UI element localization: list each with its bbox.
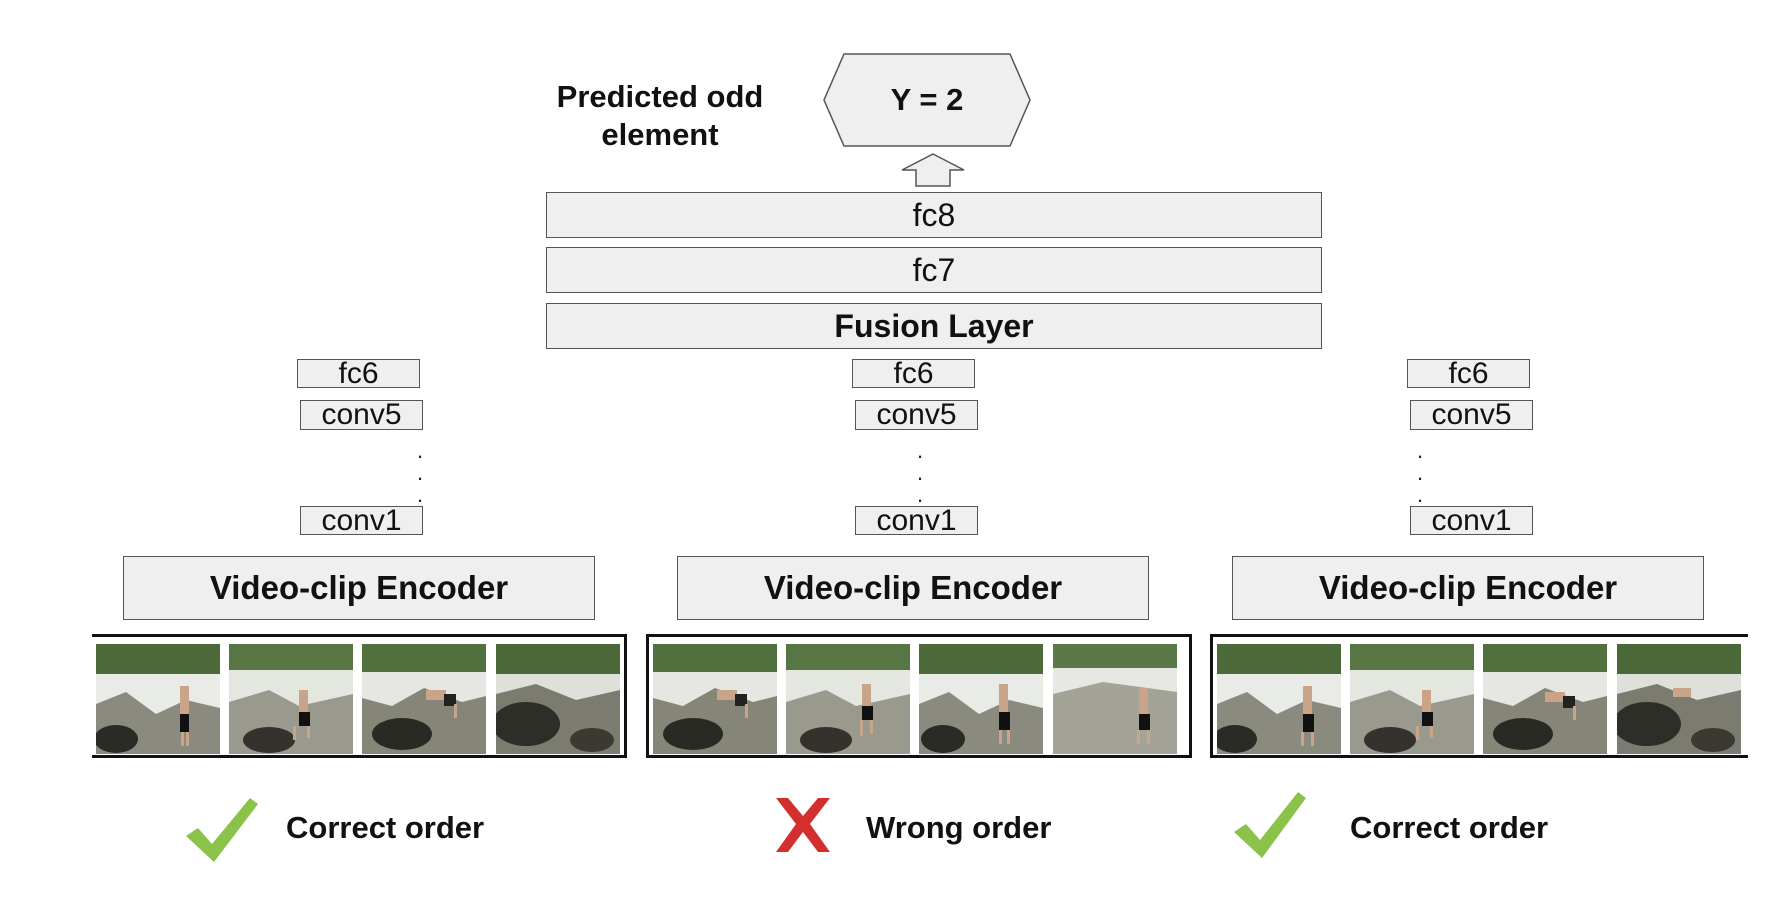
video-frame xyxy=(496,644,620,754)
video-clip-encoder: Video-clip Encoder xyxy=(1232,556,1704,620)
video-clip-encoder: Video-clip Encoder xyxy=(677,556,1149,620)
predicted-label-line-2: element xyxy=(601,117,719,152)
conv5-layer: conv5 xyxy=(300,398,423,431)
conv1-layer: conv1 xyxy=(300,504,423,537)
layer-ellipsis: ... xyxy=(916,438,924,507)
layer-ellipsis: ... xyxy=(1416,438,1424,507)
video-frame xyxy=(1483,644,1607,754)
video-frame-strip xyxy=(646,634,1192,758)
video-frame xyxy=(362,644,486,754)
fc6-layer: fc6 xyxy=(852,357,975,390)
fc6-layer: fc6 xyxy=(297,357,420,390)
video-frame xyxy=(653,644,777,754)
layer-ellipsis: ... xyxy=(416,438,424,507)
video-frame xyxy=(96,644,220,754)
cross-mark-icon xyxy=(776,798,830,852)
up-arrow-icon xyxy=(901,153,965,187)
video-frame-strip xyxy=(1210,634,1748,758)
conv1-layer: conv1 xyxy=(855,504,978,537)
conv5-layer: conv5 xyxy=(855,398,978,431)
video-frame xyxy=(786,644,910,754)
fc7-layer: fc7 xyxy=(546,247,1322,293)
predicted-value: Y = 2 xyxy=(890,82,964,117)
video-frame xyxy=(1617,644,1741,754)
order-status-label: Wrong order xyxy=(866,810,1052,845)
fusion-layer: Fusion Layer xyxy=(546,303,1322,349)
output-hexagon xyxy=(823,53,1031,147)
video-frame xyxy=(1217,644,1341,754)
predicted-odd-element-label: Predicted odd element xyxy=(540,78,780,154)
video-frame xyxy=(1053,644,1177,754)
check-mark-icon xyxy=(1234,792,1306,858)
video-frame xyxy=(919,644,1043,754)
video-clip-encoder: Video-clip Encoder xyxy=(123,556,595,620)
predicted-label-line-1: Predicted odd xyxy=(556,79,764,114)
conv5-layer: conv5 xyxy=(1410,398,1533,431)
fc6-layer: fc6 xyxy=(1407,357,1530,390)
video-frame xyxy=(229,644,353,754)
order-status-label: Correct order xyxy=(1350,810,1549,845)
video-frame-strip xyxy=(92,634,627,758)
order-status-label: Correct order xyxy=(286,810,485,845)
conv1-layer: conv1 xyxy=(1410,504,1533,537)
fc8-layer: fc8 xyxy=(546,192,1322,238)
video-frame xyxy=(1350,644,1474,754)
check-mark-icon xyxy=(186,798,258,862)
